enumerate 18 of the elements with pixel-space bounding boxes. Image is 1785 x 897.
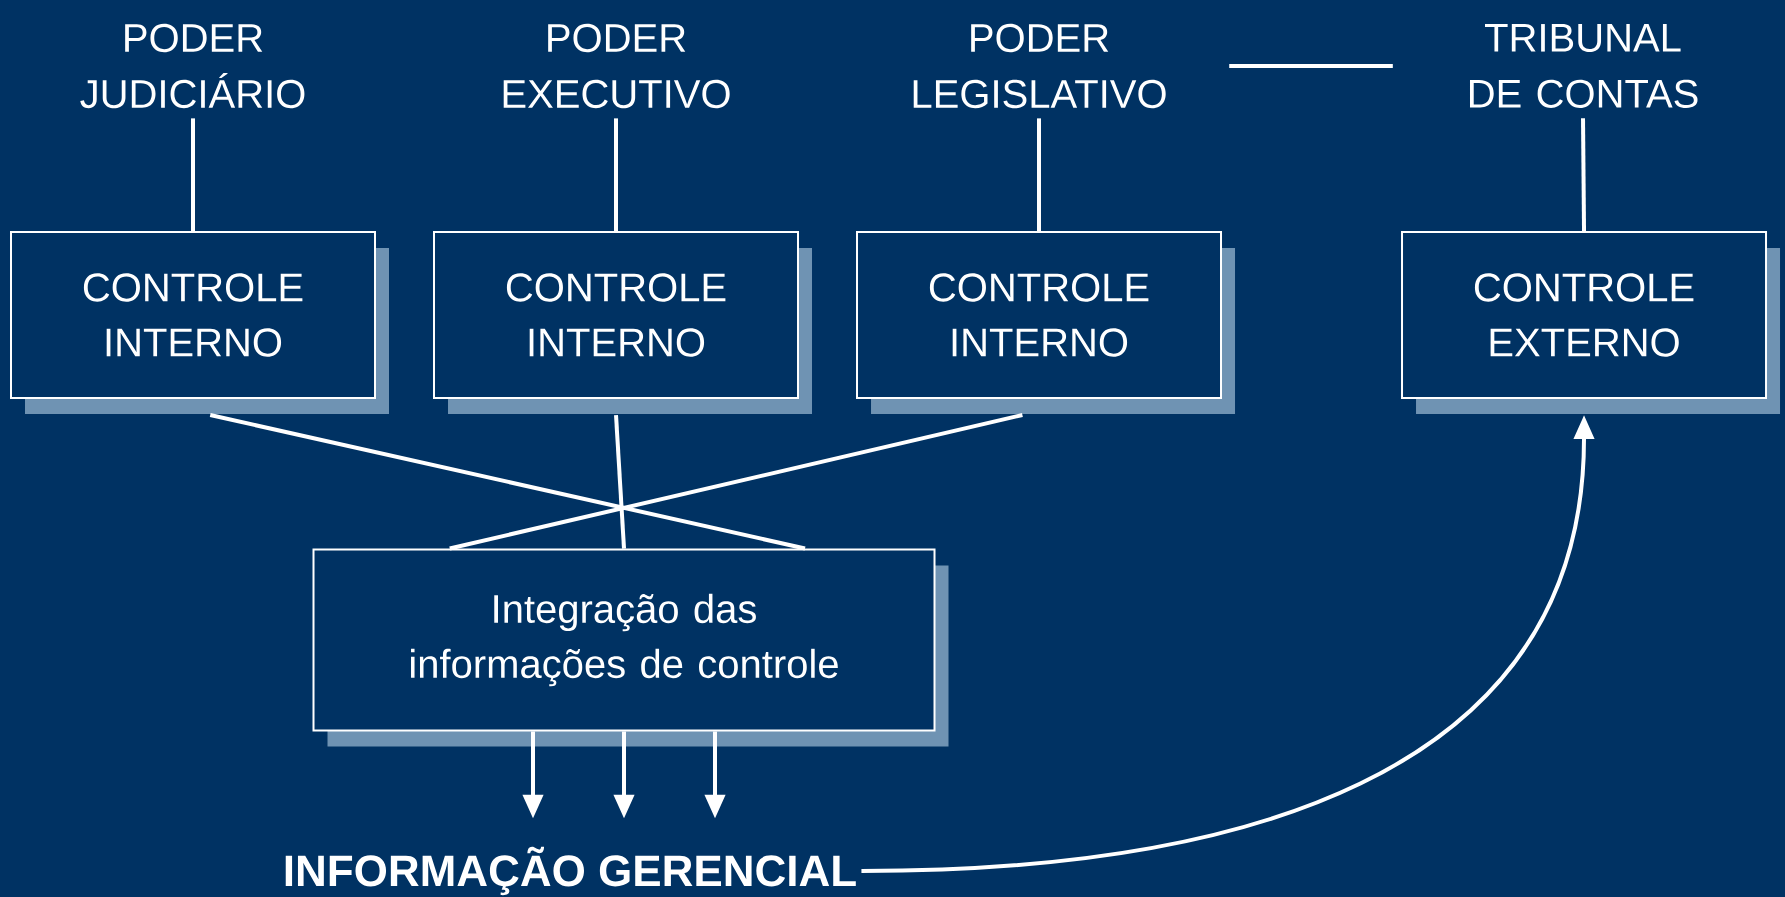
process-box: CONTROLE INTERNO [10, 231, 389, 414]
output-text: INFORMAÇÃO GERENCIAL [285, 846, 856, 896]
connector-line [191, 118, 195, 231]
connector-line [1037, 118, 1041, 231]
process-box: CONTROLE EXTERNO [1401, 231, 1780, 414]
connector-line [1229, 64, 1393, 68]
process-box: CONTROLE INTERNO [856, 231, 1235, 414]
connector-line [614, 414, 626, 549]
heading-text: PODER JUDICIÁRIO [80, 23, 305, 109]
connector-line [209, 413, 806, 551]
connector-line [614, 118, 618, 231]
heading-text: PODER EXECUTIVO [503, 23, 730, 109]
connector-line [449, 413, 1023, 551]
process-box: Integração das informações de controle [312, 548, 949, 747]
connector-line [1581, 118, 1586, 232]
heading-text: TRIBUNAL DE CONTAS [1470, 24, 1698, 108]
heading-text: PODER LEGISLATIVO [913, 23, 1166, 109]
process-box: CONTROLE INTERNO [433, 231, 812, 414]
